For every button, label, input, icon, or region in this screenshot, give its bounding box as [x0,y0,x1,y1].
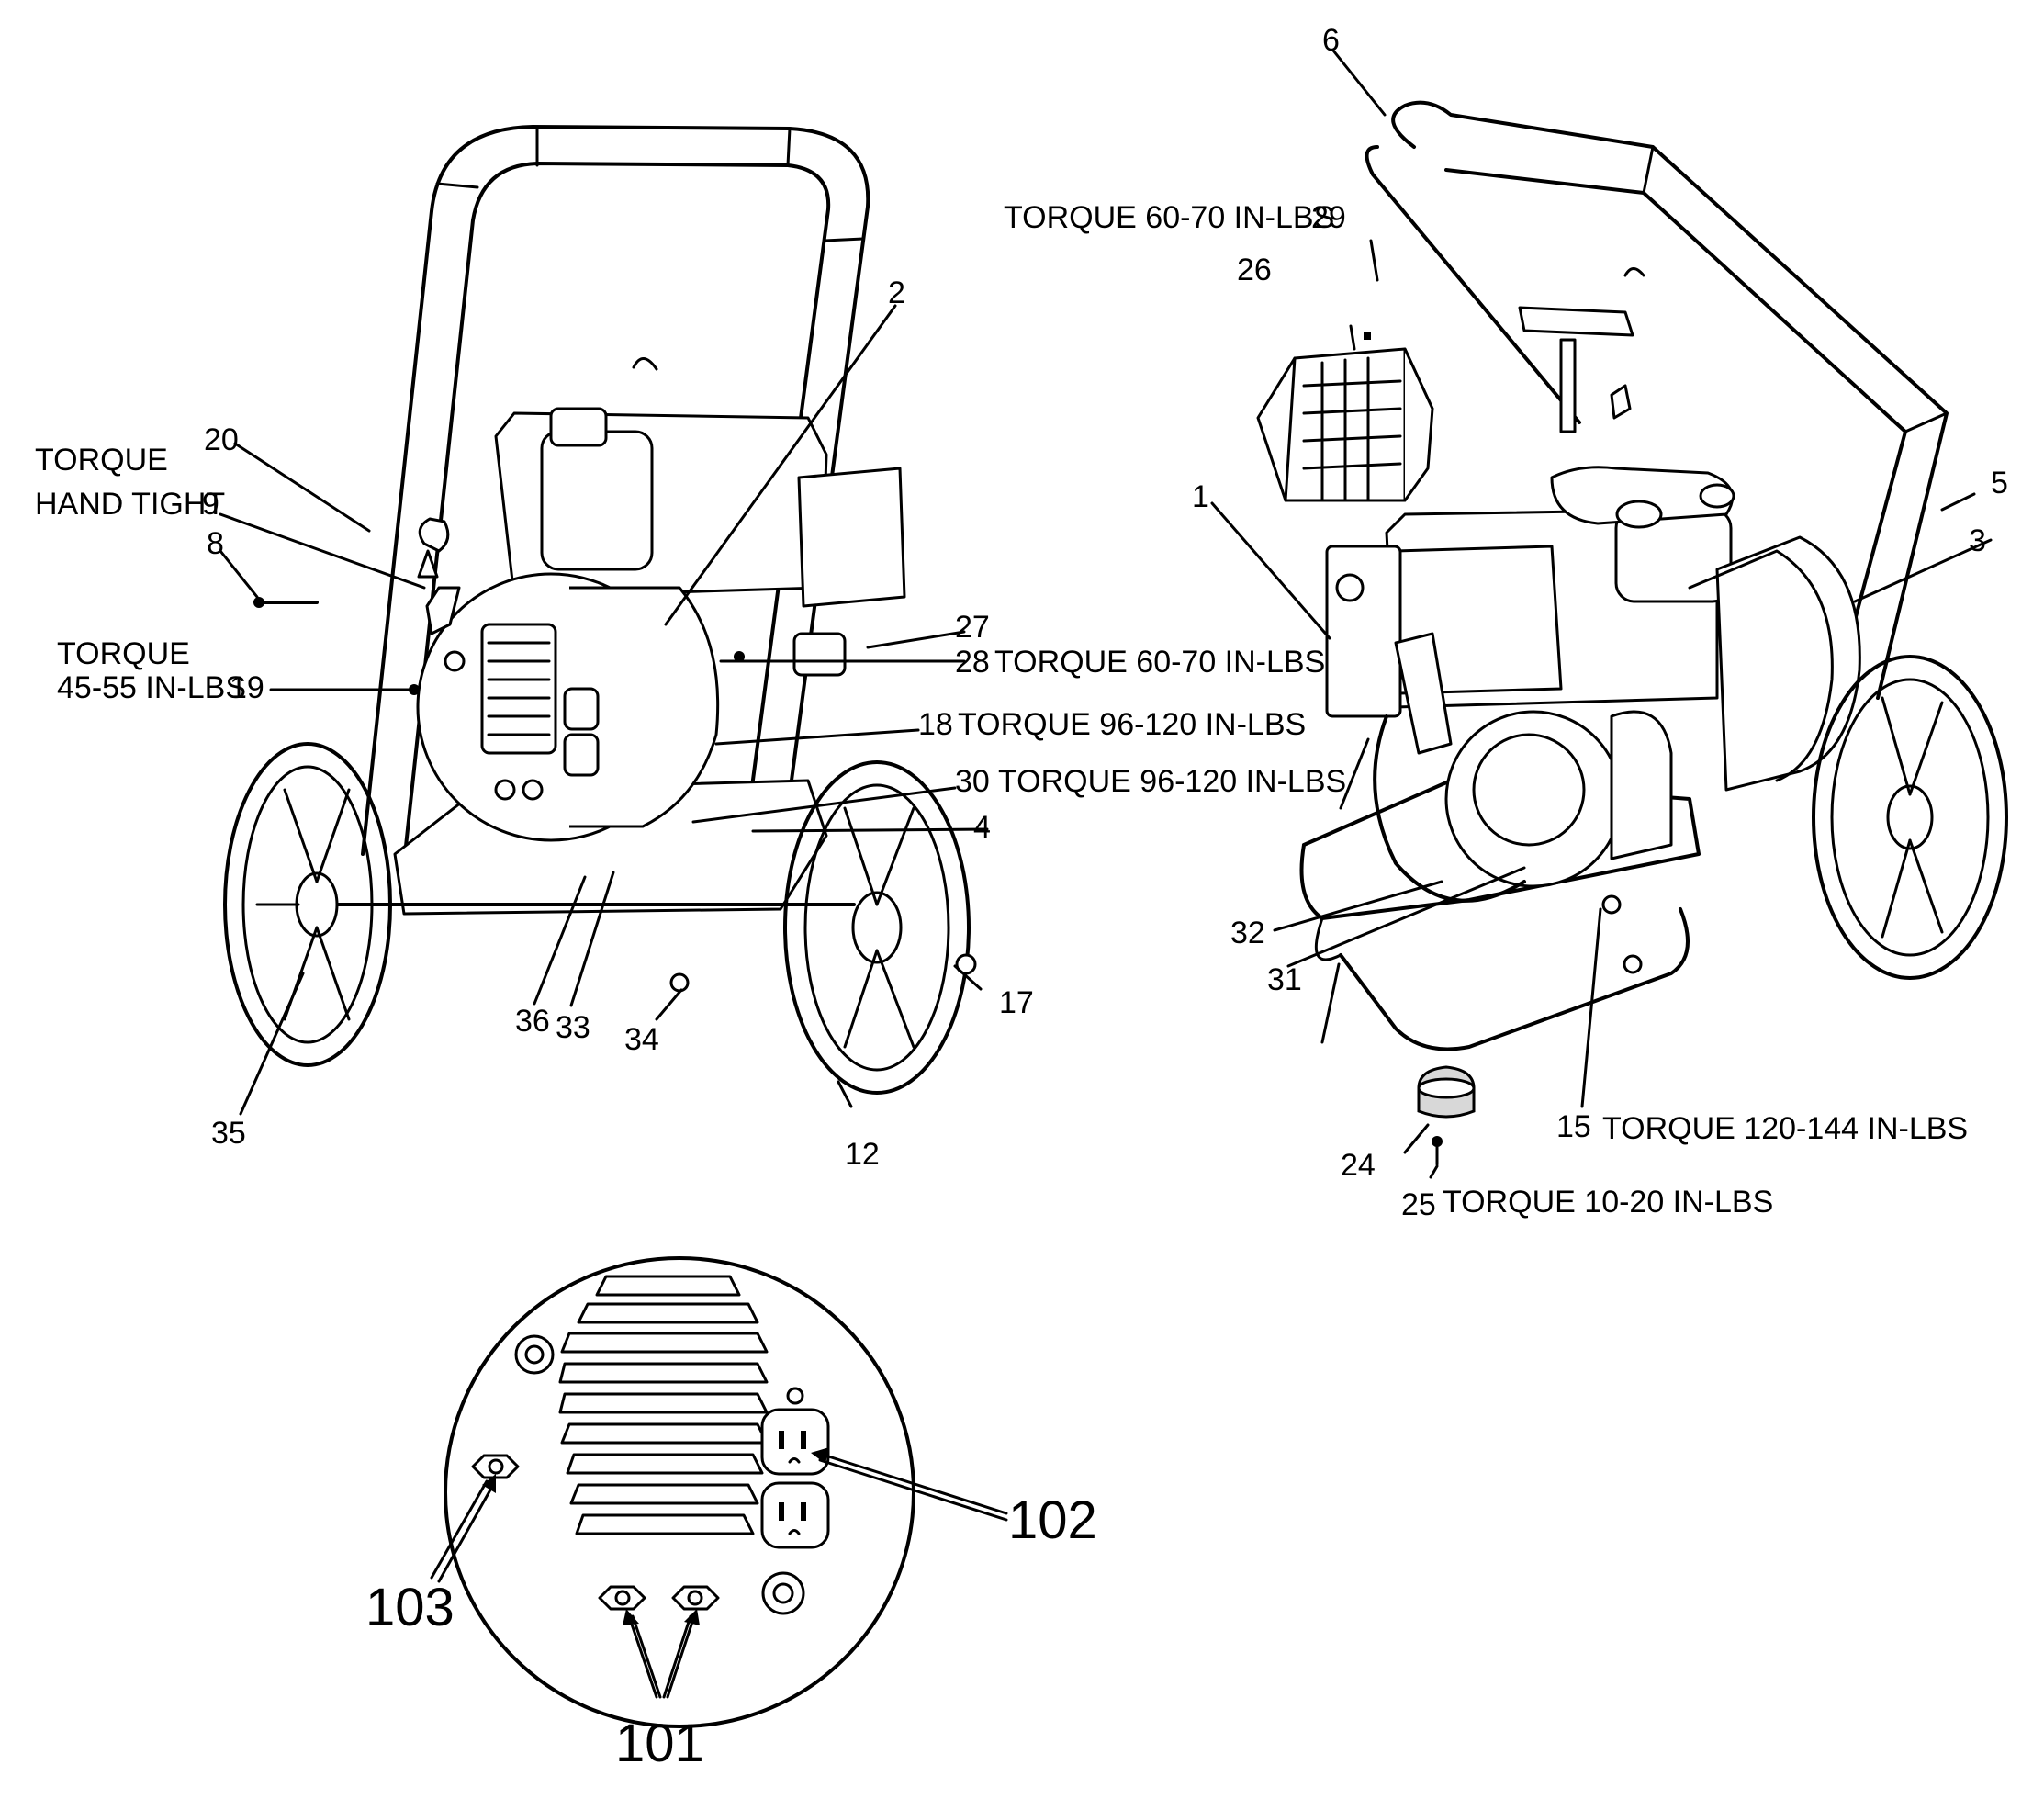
callout-25: 25 [1401,1187,1436,1222]
right-generator [1256,100,2008,1166]
control-panel-inset [444,1256,915,1728]
torque-29: TORQUE 60-70 IN-LBS [1004,200,1334,235]
callout-34: 34 [624,1022,659,1057]
torque-9-line2: HAND TIGHT [35,487,225,522]
torque-labels: TORQUE 60-70 IN-LBS TORQUE HAND TIGHT TO… [35,200,1968,1220]
callout-19: 19 [230,670,264,705]
callout-4: 4 [973,810,991,845]
callout-8: 8 [207,526,224,561]
callout-24: 24 [1341,1148,1376,1183]
callout-35: 35 [211,1116,246,1151]
breaker-101 [598,1585,720,1611]
callout-20: 20 [204,422,239,457]
breaker-103 [471,1454,520,1479]
torque-9-line1: TORQUE [35,443,168,478]
callout-30: 30 [955,764,990,799]
torque-28: TORQUE 60-70 IN-LBS [994,645,1325,680]
callout-6: 6 [1322,23,1340,58]
callout-36: 36 [515,1004,550,1039]
callout-15: 15 [1556,1109,1591,1144]
callout-32: 32 [1230,916,1265,950]
callout-17: 17 [999,985,1034,1020]
callout-3: 3 [1969,523,1986,558]
torque-19-line1: TORQUE [57,636,190,671]
callout-33: 33 [556,1010,590,1045]
callout-26: 26 [1237,253,1272,287]
callout-29: 29 [1311,200,1346,235]
callout-101: 101 [615,1714,704,1773]
callout-5: 5 [1991,466,2008,500]
torque-18: TORQUE 96-120 IN-LBS [958,707,1306,742]
torque-25: TORQUE 10-20 IN-LBS [1443,1185,1773,1220]
callout-9: 9 [202,487,219,522]
torque-30: TORQUE 96-120 IN-LBS [998,764,1346,799]
callout-1: 1 [1192,479,1209,514]
callout-2: 2 [888,275,905,310]
left-generator [223,125,977,1095]
vent-louvres [558,1275,769,1535]
duplex-outlet-102 [760,1408,830,1549]
torque-19-line2: 45-55 IN-LBS [57,670,246,705]
torque-15: TORQUE 120-144 IN-LBS [1602,1111,1968,1146]
callout-103: 103 [365,1578,455,1637]
callout-102: 102 [1008,1490,1097,1550]
leader-lines [219,49,1993,1699]
callout-31: 31 [1267,962,1302,997]
callout-27: 27 [955,610,990,645]
callout-28: 28 [955,645,990,680]
callout-labels: 1 2 3 4 5 6 8 9 12 15 17 18 19 20 24 25 … [202,23,2008,1773]
callout-12: 12 [845,1137,880,1172]
callout-18: 18 [918,707,953,742]
